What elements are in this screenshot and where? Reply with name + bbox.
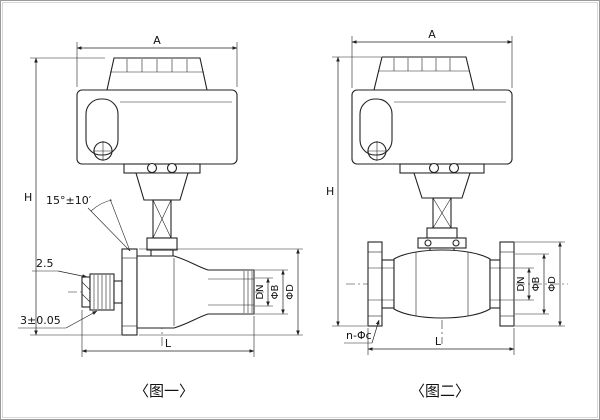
fig2-actuator: [351, 56, 513, 165]
fig2-mount-plate: [399, 163, 485, 174]
fig2-actuator-body: [351, 89, 513, 165]
fig2-ball-shell: [393, 249, 491, 319]
fig1-caption: 〈图一〉: [134, 382, 194, 400]
fig2-cover-ribs: [393, 58, 451, 71]
fig1-gland: [146, 237, 178, 251]
fig1-actuator: [76, 57, 238, 165]
fig2-right-flange: [499, 241, 515, 327]
fig1-valve-body: [81, 248, 255, 336]
fig1-chamfer-label: 2.5: [36, 257, 54, 270]
fig1-mount-plate: [123, 163, 201, 174]
fig1-yoke: [135, 172, 189, 201]
fig1-dim-phid-label: ΦD: [285, 284, 296, 300]
fig2-left-neck: [381, 259, 395, 309]
fig1-actuator-body: [76, 89, 238, 165]
fig1-end-cap: [81, 276, 91, 308]
fig1-dim-a-label: A: [153, 34, 161, 47]
fig2-caption: 〈图二〉: [410, 382, 470, 400]
fig1-motor-housing: [85, 98, 119, 156]
fig2-actuator-cover: [373, 56, 475, 91]
fig2-dim-dn-label: DN: [516, 276, 527, 291]
fig2-dim-phid-label: ΦD: [547, 276, 558, 292]
fig1-depth-label: 3±0.05: [20, 314, 61, 327]
fig2-yoke: [413, 172, 471, 199]
fig2-gland: [426, 227, 458, 239]
fig1-dim-dn-label: DN: [255, 284, 266, 299]
fig1-dim-h-label: H: [24, 191, 32, 204]
fig1-inlet-connector: [113, 280, 123, 304]
fig2-dim-h-label: H: [326, 185, 334, 198]
fig2-bolt-spec-label: n-Φc: [346, 329, 372, 342]
fig2-bolt-right: [448, 162, 460, 174]
fig1-cover-ribs: [126, 59, 188, 72]
figure-2: A H n-Φc L DN ΦB ΦD 〈图二〉: [326, 28, 568, 400]
fig1-flange: [121, 248, 138, 336]
fig2-dim-l-label: L: [435, 335, 442, 348]
fig2-bracket: [399, 162, 485, 261]
fig1-body-shell: [136, 255, 255, 329]
fig1-bracket: [123, 162, 201, 259]
fig2-dim-a-label: A: [428, 28, 436, 41]
figure-1: A H 15°±10′ 2.5 3±0.05 L DN: [18, 34, 303, 400]
fig2-valve-body: [367, 241, 515, 327]
fig2-right-neck: [489, 259, 501, 309]
fig2-bolt-left: [428, 162, 440, 174]
fig1-dim-l-label: L: [165, 337, 172, 350]
fig1-outlet-thread-hatch: [243, 271, 253, 313]
fig1-dimensions: A H 15°±10′ 2.5 3±0.05 L DN: [18, 34, 303, 357]
fig1-bolt-right: [166, 162, 178, 174]
fig1-thread-hatch: [93, 275, 111, 309]
fig2-motor-housing: [359, 98, 393, 156]
fig2-dim-phib-label: ΦB: [531, 276, 542, 291]
fig1-angle-label: 15°±10′: [46, 194, 92, 207]
fig2-dimensions: A H n-Φc L DN ΦB ΦD: [326, 28, 565, 355]
fig2-left-flange: [367, 241, 383, 327]
fig1-dim-phib-label: ΦB: [270, 284, 281, 299]
fig1-bolt-left: [146, 162, 158, 174]
